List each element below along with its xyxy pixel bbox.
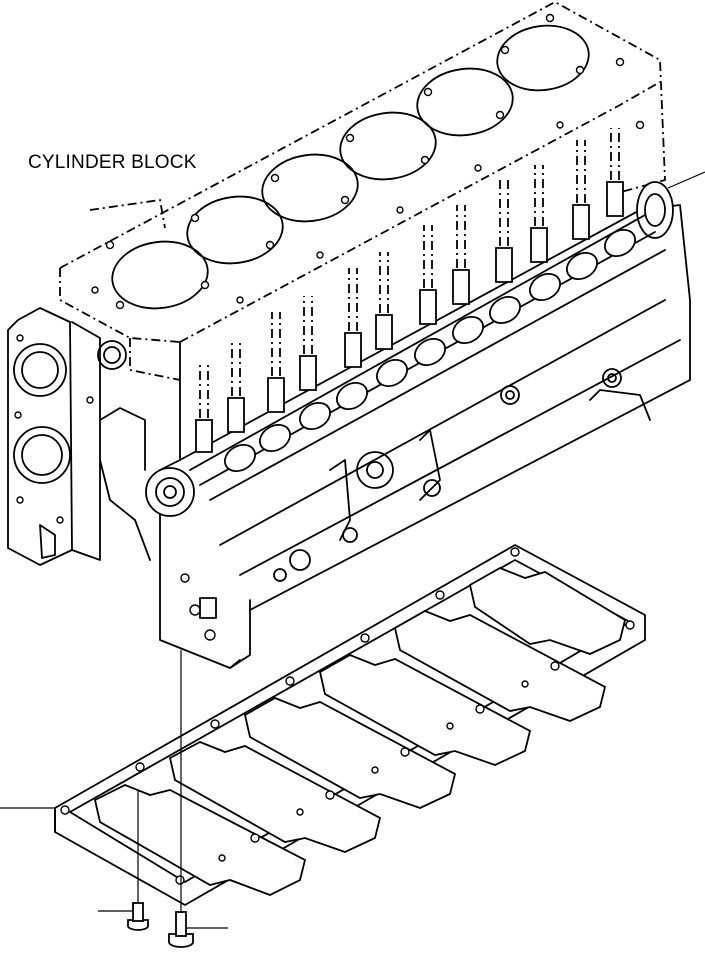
cam-lobes <box>224 228 636 473</box>
cylinder-bores <box>91 13 645 310</box>
tappets <box>195 128 624 453</box>
bolt-2 <box>168 650 228 948</box>
gasket-windows <box>93 567 627 896</box>
camshaft <box>189 128 705 486</box>
gasket-holes <box>60 547 635 885</box>
cylinder-block-label: CYLINDER BLOCK <box>28 152 197 173</box>
cylinder-block <box>7 0 691 669</box>
bolt-1 <box>98 790 149 931</box>
oil-pan-gasket <box>0 544 646 906</box>
